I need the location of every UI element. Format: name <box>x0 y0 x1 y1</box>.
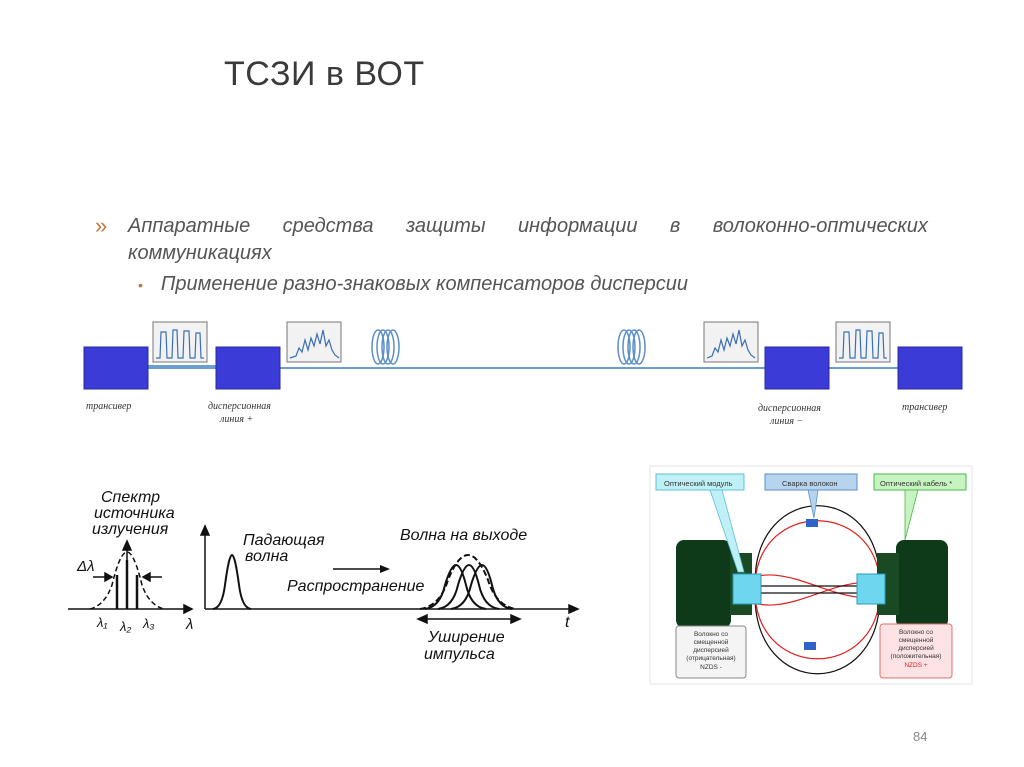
sub-bullet-text: Применение разно-знаковых компенсаторов … <box>160 273 689 295</box>
bullet-word: информации <box>517 215 638 237</box>
dispersion-minus-box <box>764 346 830 390</box>
spectrum-plot-2 <box>286 321 342 363</box>
fiber-coil-1-icon <box>371 329 400 365</box>
main-bullet-line2: коммуникациях <box>128 242 272 264</box>
bullet-word: средства <box>282 215 374 237</box>
bullet-word: Аппаратные <box>128 215 251 237</box>
main-bullet-line1: Аппаратные средства защиты информации в … <box>128 213 928 239</box>
sub-bullet-marker: • <box>138 276 143 293</box>
dispersion-plus-box <box>215 346 281 390</box>
bullet-marker: » <box>95 213 108 238</box>
sub-bullet: • Применение разно-знаковых компенсаторов… <box>138 273 688 296</box>
dispersion-plus-label-line2: линия + <box>219 414 253 425</box>
dispersion-plus-label-line1: дисперсионная <box>208 401 271 412</box>
slide-title: ТСЗИ в ВОТ <box>224 55 425 93</box>
transceiver-left-box <box>83 346 149 390</box>
transceiver-right-label: трансивер <box>902 402 947 413</box>
fiber-coil-2-icon <box>617 329 646 365</box>
page-number: 84 <box>913 729 928 744</box>
pulse-plot-4 <box>835 321 891 363</box>
spectrum-plot-3 <box>703 321 759 363</box>
bullet-word: в <box>669 215 681 237</box>
bullet-word: защиты <box>405 215 486 237</box>
bullet-word: волоконно-оптических <box>712 215 928 237</box>
dispersion-minus-label-line1: дисперсионная <box>758 403 821 414</box>
pulse-plot-1 <box>152 321 208 363</box>
transceiver-right-box <box>897 346 963 390</box>
transceiver-left-label: трансивер <box>86 401 131 412</box>
dispersion-minus-label-line2: линия − <box>769 416 803 427</box>
